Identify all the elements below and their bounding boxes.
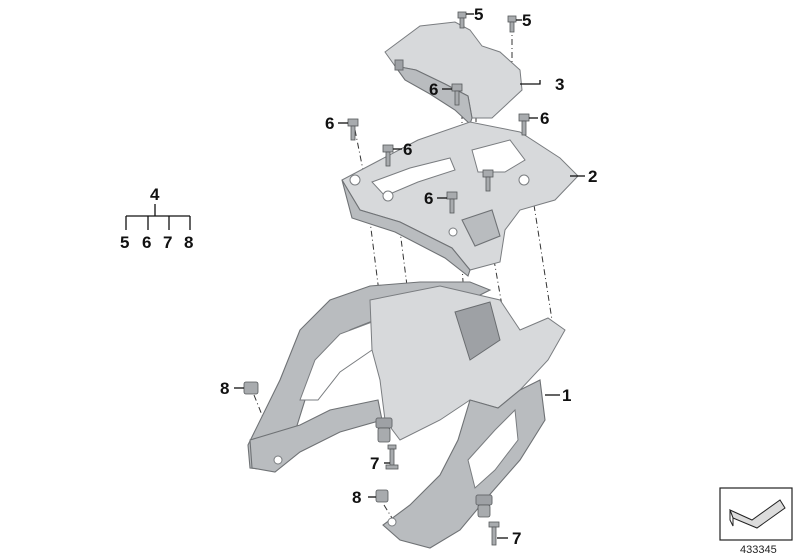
callout-7-lower: 7 xyxy=(512,529,521,548)
callout-6-right: 6 xyxy=(540,109,549,128)
rear-frame-part-1 xyxy=(247,281,566,549)
spacer-8b xyxy=(375,489,389,503)
callout-5-right: 5 xyxy=(522,11,531,30)
callout-8-upper: 8 xyxy=(220,379,229,398)
kit-legend-child-8: 8 xyxy=(184,233,193,252)
luggage-plate-part-2 xyxy=(341,121,579,277)
callout-6-left: 6 xyxy=(325,114,334,133)
kit-legend-child-5: 5 xyxy=(120,233,129,252)
kit-legend: 4 5 6 7 8 xyxy=(120,185,193,252)
orientation-icon xyxy=(719,487,793,541)
callout-6-mid: 6 xyxy=(403,140,412,159)
bolt-6a xyxy=(451,83,463,106)
callout-1: 1 xyxy=(562,386,571,405)
diagram-number: 433345 xyxy=(740,544,777,556)
callout-6-top: 6 xyxy=(429,80,438,99)
kit-legend-child-6: 6 xyxy=(142,233,151,252)
bolt-6f xyxy=(482,169,494,192)
bolt-7b xyxy=(488,521,500,546)
bolt-6b xyxy=(347,118,359,141)
kit-legend-child-7: 7 xyxy=(163,233,172,252)
bolt-7a xyxy=(385,444,399,470)
callouts: 5 5 3 6 6 6 6 6 2 1 8 7 8 7 xyxy=(220,5,597,548)
screw-5b xyxy=(507,15,517,33)
screw-5a xyxy=(457,11,467,29)
callout-5-left: 5 xyxy=(474,5,483,24)
callout-6-center: 6 xyxy=(424,189,433,208)
damper-lower xyxy=(475,494,493,518)
bolt-6e xyxy=(446,191,458,214)
callout-3: 3 xyxy=(555,75,564,94)
kit-legend-parent: 4 xyxy=(150,185,160,204)
damper-upper xyxy=(375,417,393,443)
fasteners xyxy=(243,11,530,546)
leader-lines xyxy=(234,13,585,539)
spacer-8a xyxy=(243,381,259,395)
callout-2: 2 xyxy=(588,167,597,186)
callout-7-upper: 7 xyxy=(370,454,379,473)
cover-plate-part-3 xyxy=(384,21,523,125)
callout-8-lower: 8 xyxy=(352,488,361,507)
